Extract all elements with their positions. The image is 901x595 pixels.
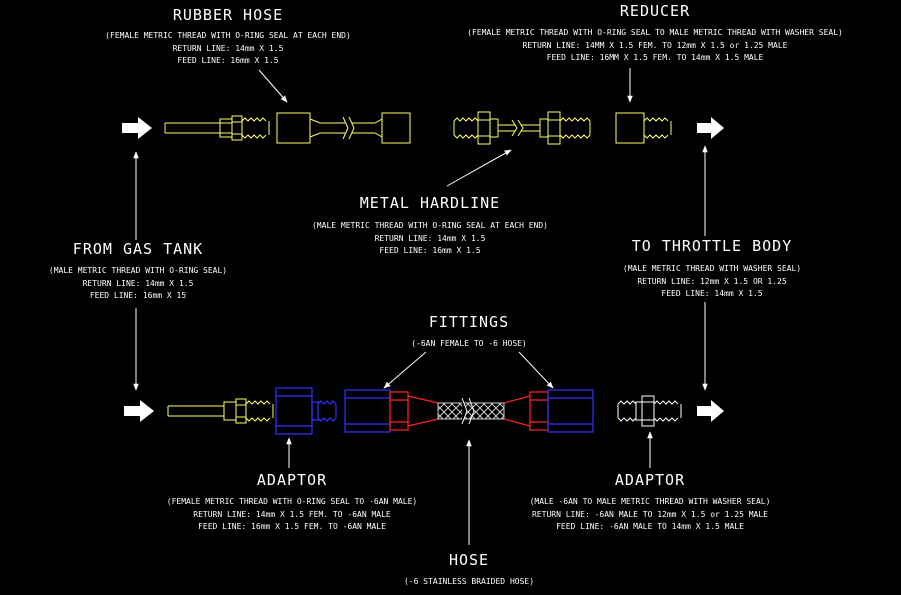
throttle-body-title: TO THROTTLE BODY <box>631 237 793 255</box>
rubber-hose-return: RETURN LINE: 14mm X 1.5 <box>172 44 284 53</box>
flow-arrow-in-bottom <box>124 400 154 422</box>
reducer-title: REDUCER <box>619 2 691 20</box>
reducer-feed: FEED LINE: 16MM X 1.5 FEM. TO 14mm X 1.5… <box>546 53 764 62</box>
fitting-right-drawing <box>503 389 594 433</box>
rubber-hose-note: (FEMALE METRIC THREAD WITH O-RING SEAL A… <box>105 31 351 40</box>
male-fitting-top-left <box>219 115 270 141</box>
hose-note: (-6 STAINLESS BRAIDED HOSE) <box>403 577 535 586</box>
hose-title: HOSE <box>448 551 490 569</box>
gas-tank-note: (MALE METRIC THREAD WITH O-RING SEAL) <box>48 266 228 275</box>
adaptor-left-title: ADAPTOR <box>256 471 328 489</box>
metal-hardline-note: (MALE METRIC THREAD WITH O-RING SEAL AT … <box>311 221 549 230</box>
flow-arrow-out-top <box>697 117 724 139</box>
flow-arrow-in-top <box>122 117 152 139</box>
adaptor-left-drawing <box>275 387 337 435</box>
leader-fittings-right <box>518 351 554 389</box>
leader-metal-hardline <box>446 149 512 187</box>
adaptor-left-note: (FEMALE METRIC THREAD WITH O-RING SEAL T… <box>166 497 418 506</box>
fittings-title: FITTINGS <box>428 313 510 331</box>
male-fitting-bottom-left <box>223 398 274 424</box>
flow-arrow-out-bottom <box>697 400 724 422</box>
adaptor-left-feed: FEED LINE: 16mm X 1.5 FEM. TO -6AN MALE <box>198 522 386 531</box>
metal-hardline-drawing <box>453 111 591 145</box>
gas-tank-feed: FEED LINE: 16mm X 15 <box>89 291 187 300</box>
metal-hardline-feed: FEED LINE: 16mm X 1.5 <box>379 246 481 255</box>
fittings-note: (-6AN FEMALE TO -6 HOSE) <box>411 339 527 348</box>
adaptor-right-drawing <box>617 395 682 427</box>
tank-line-top <box>164 122 220 134</box>
adaptor-left-return: RETURN LINE: 14mm X 1.5 FEM. TO -6AN MAL… <box>193 510 391 519</box>
gas-tank-title: FROM GAS TANK <box>72 240 204 258</box>
metal-hardline-title: METAL HARDLINE <box>359 194 501 212</box>
metal-hardline-return: RETURN LINE: 14mm X 1.5 <box>374 234 486 243</box>
reducer-drawing <box>615 112 672 144</box>
adaptor-right-note: (MALE -6AN TO MALE METRIC THREAD WITH WA… <box>529 497 771 506</box>
rubber-hose-title: RUBBER HOSE <box>172 6 284 24</box>
adaptor-right-return: RETURN LINE: -6AN MALE TO 12mm X 1.5 or … <box>531 510 769 519</box>
adaptor-right-feed: FEED LINE: -6AN MALE TO 14mm X 1.5 MALE <box>556 522 744 531</box>
adaptor-right-title: ADAPTOR <box>614 471 686 489</box>
rubber-hose-drawing <box>276 112 411 144</box>
gas-tank-return: RETURN LINE: 14mm X 1.5 <box>82 279 194 288</box>
throttle-body-feed: FEED LINE: 14mm X 1.5 <box>661 289 763 298</box>
reducer-note: (FEMALE METRIC THREAD WITH O-RING SEAL T… <box>467 28 843 37</box>
leader-lines <box>133 68 708 545</box>
leader-fittings-left <box>383 351 427 389</box>
rubber-hose-feed: FEED LINE: 16mm X 1.5 <box>177 56 279 65</box>
braided-hose-drawing <box>437 397 505 425</box>
fitting-left-drawing <box>344 389 439 433</box>
throttle-body-note: (MALE METRIC THREAD WITH WASHER SEAL) <box>622 264 802 273</box>
reducer-return: RETURN LINE: 14MM X 1.5 FEM. TO 12mm X 1… <box>522 41 788 50</box>
tank-line-bottom <box>167 405 224 417</box>
leader-rubber-hose <box>258 69 288 103</box>
throttle-body-return: RETURN LINE: 12mm X 1.5 OR 1.25 <box>637 277 787 286</box>
